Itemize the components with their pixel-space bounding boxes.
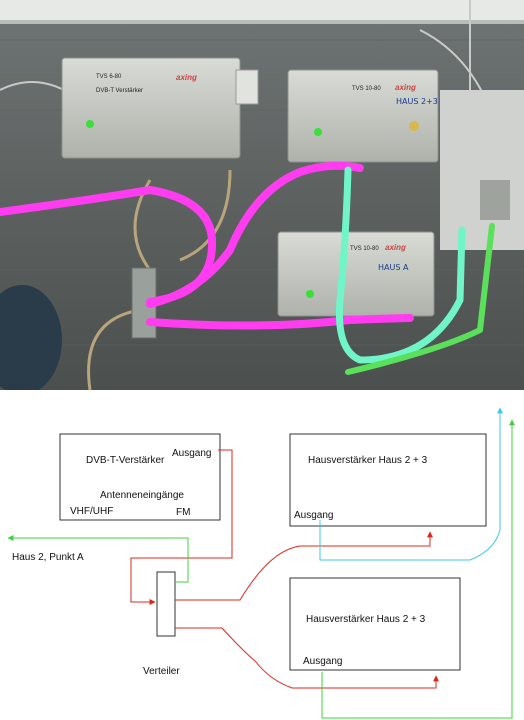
green-cable — [345, 223, 495, 375]
splitter-label: Verteiler — [143, 666, 180, 677]
cyan-output-line — [319, 407, 503, 561]
hausa-title: Hausverstärker Haus 2 + 3 — [306, 614, 426, 625]
vhf-uhf-label: VHF/UHF — [70, 506, 113, 517]
hausa-amplifier-box: Hausverstärker Haus 2 + 3 Ausgang — [289, 577, 461, 671]
cyan-cable — [335, 166, 466, 364]
svg-text:TVS 6-80: TVS 6-80 — [96, 74, 122, 80]
green-line-to-haus2 — [7, 535, 189, 583]
led-indicator — [314, 128, 322, 136]
red-line-to-haus23 — [175, 531, 433, 601]
haus23-output-label: Ausgang — [294, 510, 333, 521]
wiring-diagram: DVB-T-Verstärker Ausgang Antenneneingäng… — [7, 407, 515, 719]
photo-amp-dvbt: TVS 6-80 axing DVB-T Verstärker — [61, 57, 259, 159]
haus23-title: Hausverstärker Haus 2 + 3 — [308, 455, 428, 466]
junction-box — [440, 90, 524, 250]
red-line-to-splitter — [130, 449, 233, 605]
svg-text:HAUS A: HAUS A — [378, 263, 409, 272]
pressure-tank — [0, 285, 62, 390]
led-indicator — [306, 290, 314, 298]
dvbt-output-label: Ausgang — [172, 448, 211, 459]
led-indicator — [86, 120, 94, 128]
magenta-cable — [146, 314, 414, 330]
haus2-label: Haus 2, Punkt A — [12, 552, 84, 563]
splitter-box — [156, 571, 176, 637]
svg-text:DVB-T Verstärker: DVB-T Verstärker — [96, 88, 143, 94]
photo-amp-hausa: TVS 10-80 axing HAUS A — [277, 231, 435, 317]
fm-label: FM — [176, 507, 190, 518]
svg-text:HAUS 2+3: HAUS 2+3 — [396, 97, 438, 106]
svg-text:TVS 10-80: TVS 10-80 — [352, 86, 381, 92]
dvbt-title: DVB-T-Verstärker — [86, 455, 165, 466]
photo-amp-haus23: TVS 10-80 axing HAUS 2+3 — [287, 69, 439, 163]
magenta-cable — [146, 161, 364, 308]
ceiling-pipe — [0, 0, 524, 22]
svg-text:axing: axing — [395, 83, 416, 92]
red-line-to-hausa — [175, 627, 439, 689]
svg-text:axing: axing — [385, 243, 406, 252]
haus23-amplifier-box: Hausverstärker Haus 2 + 3 Ausgang — [289, 433, 487, 527]
dvbt-inputs-label: Antenneneingänge — [100, 490, 184, 501]
dvbt-amplifier-box: DVB-T-Verstärker Ausgang Antenneneingäng… — [59, 433, 221, 521]
equipment-photo: TVS 6-80 axing DVB-T Verstärker TVS 10-8… — [0, 0, 524, 390]
svg-text:TVS 10-80: TVS 10-80 — [350, 246, 379, 252]
hausa-output-label: Ausgang — [303, 656, 342, 667]
svg-text:axing: axing — [176, 73, 197, 82]
highlighted-cables — [0, 161, 495, 375]
green-output-line — [321, 419, 515, 719]
